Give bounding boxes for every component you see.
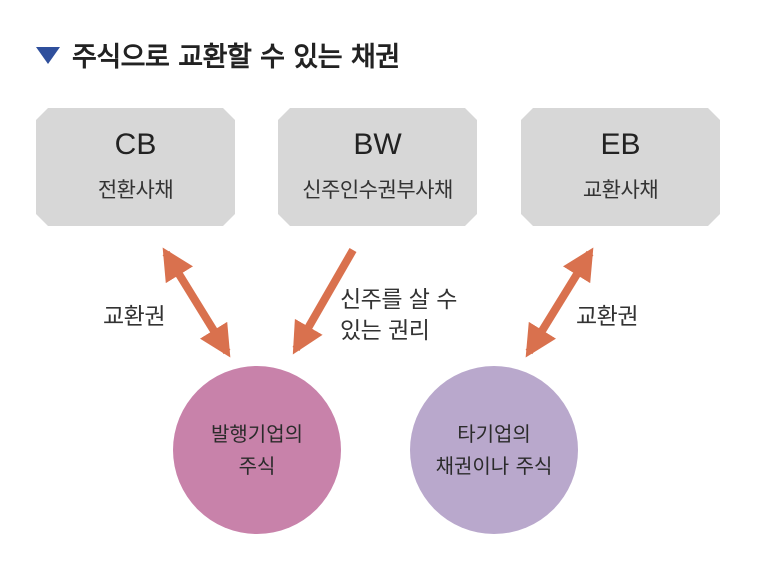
box-cb: CB 전환사채 bbox=[36, 108, 235, 226]
circle-line: 발행기업의 bbox=[211, 422, 303, 446]
label-line: 있는 권리 bbox=[340, 318, 430, 345]
arrow-bw-issuer bbox=[292, 248, 357, 355]
circle-line: 타기업의 bbox=[457, 422, 531, 446]
double-arrow-cb-issuer bbox=[162, 247, 231, 358]
circle-issuer-shares: 발행기업의 주식 bbox=[173, 366, 341, 534]
box-bw: BW 신주인수권부사채 bbox=[278, 108, 477, 226]
box-code: BW bbox=[353, 128, 402, 161]
circle-other-company: 타기업의 채권이나 주식 bbox=[410, 366, 578, 534]
label-exchange-right-right: 교환권 bbox=[576, 304, 638, 330]
box-eb: EB 교환사채 bbox=[521, 108, 720, 226]
box-code: CB bbox=[114, 128, 157, 161]
label-new-share-right: 신주를 살 수 있는 권리 bbox=[340, 285, 457, 347]
diagram-title: 주식으로 교환할 수 있는 채권 bbox=[36, 38, 400, 73]
triangle-down-icon bbox=[36, 46, 60, 64]
box-code: EB bbox=[600, 128, 641, 161]
box-name: 전환사채 bbox=[97, 178, 174, 202]
label-line: 신주를 살 수 bbox=[340, 287, 457, 313]
box-name: 교환사채 bbox=[582, 178, 659, 202]
double-arrow-eb-other bbox=[525, 247, 594, 358]
title-text: 주식으로 교환할 수 있는 채권 bbox=[72, 41, 400, 73]
box-name: 신주인수권부사채 bbox=[302, 178, 453, 202]
circle-line: 채권이나 주식 bbox=[435, 454, 553, 478]
label-exchange-right-left: 교환권 bbox=[103, 304, 165, 330]
circle-line: 주식 bbox=[238, 454, 276, 478]
